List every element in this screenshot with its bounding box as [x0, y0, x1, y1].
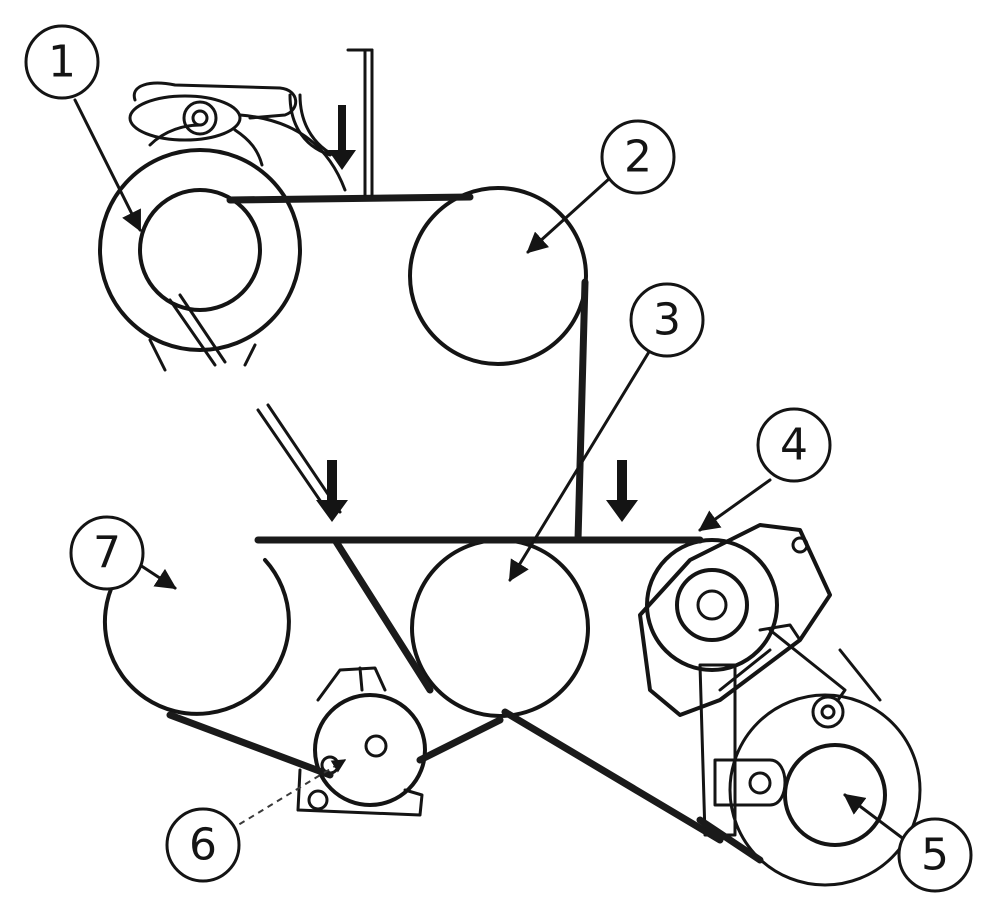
- down-arrow-lower-right: [606, 460, 638, 522]
- callout-6: 6: [165, 807, 241, 883]
- belt-guide-line: [256, 408, 332, 517]
- down-arrow-lower-left: [316, 460, 348, 522]
- callout-5: 5: [897, 817, 973, 893]
- drive-belts: [166, 193, 764, 864]
- svg-text:7: 7: [93, 528, 121, 579]
- pulley-6-assembly: [296, 666, 427, 817]
- svg-text:1: 1: [48, 37, 76, 88]
- svg-text:3: 3: [653, 295, 681, 346]
- callout-4: 4: [756, 407, 832, 483]
- callout-2: 2: [600, 119, 676, 195]
- belt-guide-bracket: [346, 48, 374, 197]
- svg-text:4: 4: [780, 420, 808, 471]
- callout-7: 7: [69, 515, 145, 591]
- leader-lines: [73, 98, 907, 842]
- svg-text:2: 2: [624, 132, 652, 183]
- pulley-2: [408, 186, 588, 366]
- pulley-1-assembly: [98, 81, 347, 372]
- pulley-7: [102, 558, 291, 716]
- pulley-4-assembly: [638, 523, 832, 717]
- belt-direction-arrows: [316, 105, 638, 522]
- down-arrow-top: [328, 105, 356, 170]
- svg-text:5: 5: [921, 830, 949, 881]
- svg-text:6: 6: [189, 820, 217, 871]
- pulley-5-assembly: [698, 628, 922, 887]
- callout-3: 3: [629, 282, 705, 358]
- callout-1: 1: [24, 24, 100, 100]
- pulley-3: [410, 538, 590, 718]
